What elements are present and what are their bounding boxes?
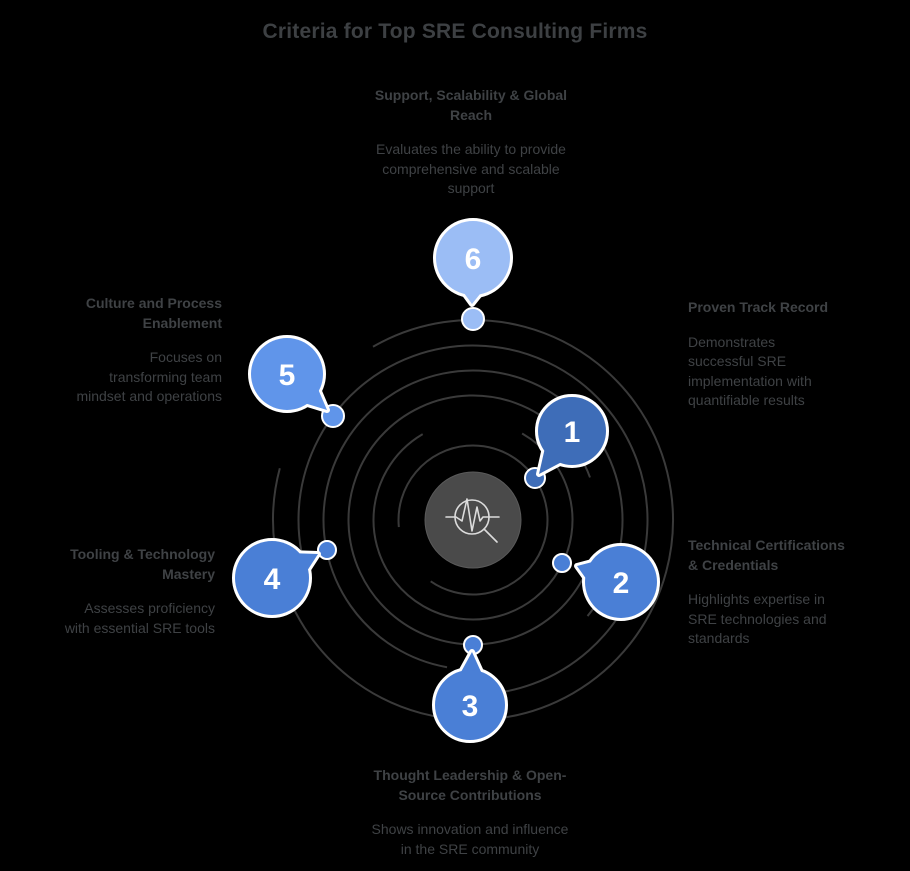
bubble-3: 3 <box>432 649 508 743</box>
label-heading: Culture and Process Enablement <box>85 295 222 331</box>
bubble-5: 5 <box>248 335 330 413</box>
bubble-3-number: 3 <box>462 690 479 723</box>
bubble-5-number: 5 <box>279 359 296 392</box>
label-heading: Proven Track Record <box>688 299 829 315</box>
label-technical-certifications: Technical Certifications & Credentials H… <box>688 536 898 649</box>
label-body: Highlights expertise in SRE technologies… <box>688 591 827 646</box>
bubble-6: 6 <box>433 218 513 307</box>
label-tooling-mastery: Tooling & Technology Mastery Assesses pr… <box>5 545 215 638</box>
center-hub <box>424 471 522 569</box>
orbit-ring-6 <box>272 319 674 721</box>
label-heading: Technical Certifications & Credentials <box>688 537 845 573</box>
label-support-scalability: Support, Scalability & Global Reach Eval… <box>346 86 596 199</box>
label-proven-track-record: Proven Track Record Demonstrates success… <box>688 298 898 411</box>
label-culture-process: Culture and Process Enablement Focuses o… <box>12 294 222 407</box>
page-title: Criteria for Top SRE Consulting Firms <box>262 20 648 43</box>
bubble-1: 1 <box>535 394 609 477</box>
center-circle <box>424 471 522 569</box>
label-body: Focuses on transforming team mindset and… <box>76 349 222 404</box>
bubble-1-number: 1 <box>564 416 581 449</box>
label-body: Evaluates the ability to provide compreh… <box>376 141 566 196</box>
label-heading: Tooling & Technology Mastery <box>70 546 215 582</box>
label-thought-leadership: Thought Leadership & Open- Source Contri… <box>330 766 610 859</box>
label-body: Assesses proficiency with essential SRE … <box>64 600 215 636</box>
bubble-4-number: 4 <box>264 563 281 596</box>
label-body: Demonstrates successful SRE implementati… <box>688 333 812 409</box>
orbit-ring-1 <box>397 444 549 596</box>
label-heading: Thought Leadership & Open- Source Contri… <box>373 767 567 803</box>
bubble-2: 2 <box>574 543 660 621</box>
orbit-dot-6 <box>461 307 485 331</box>
orbit-dot-4 <box>317 540 337 560</box>
bubble-6-number: 6 <box>465 243 482 276</box>
label-heading: Support, Scalability & Global Reach <box>374 87 568 123</box>
bubble-2-number: 2 <box>613 567 630 600</box>
bubble-4: 4 <box>232 538 321 618</box>
label-body: Shows innovation and influence in the SR… <box>371 821 569 857</box>
orbit-dot-2 <box>552 553 572 573</box>
pulse-magnifier-icon <box>445 498 500 543</box>
